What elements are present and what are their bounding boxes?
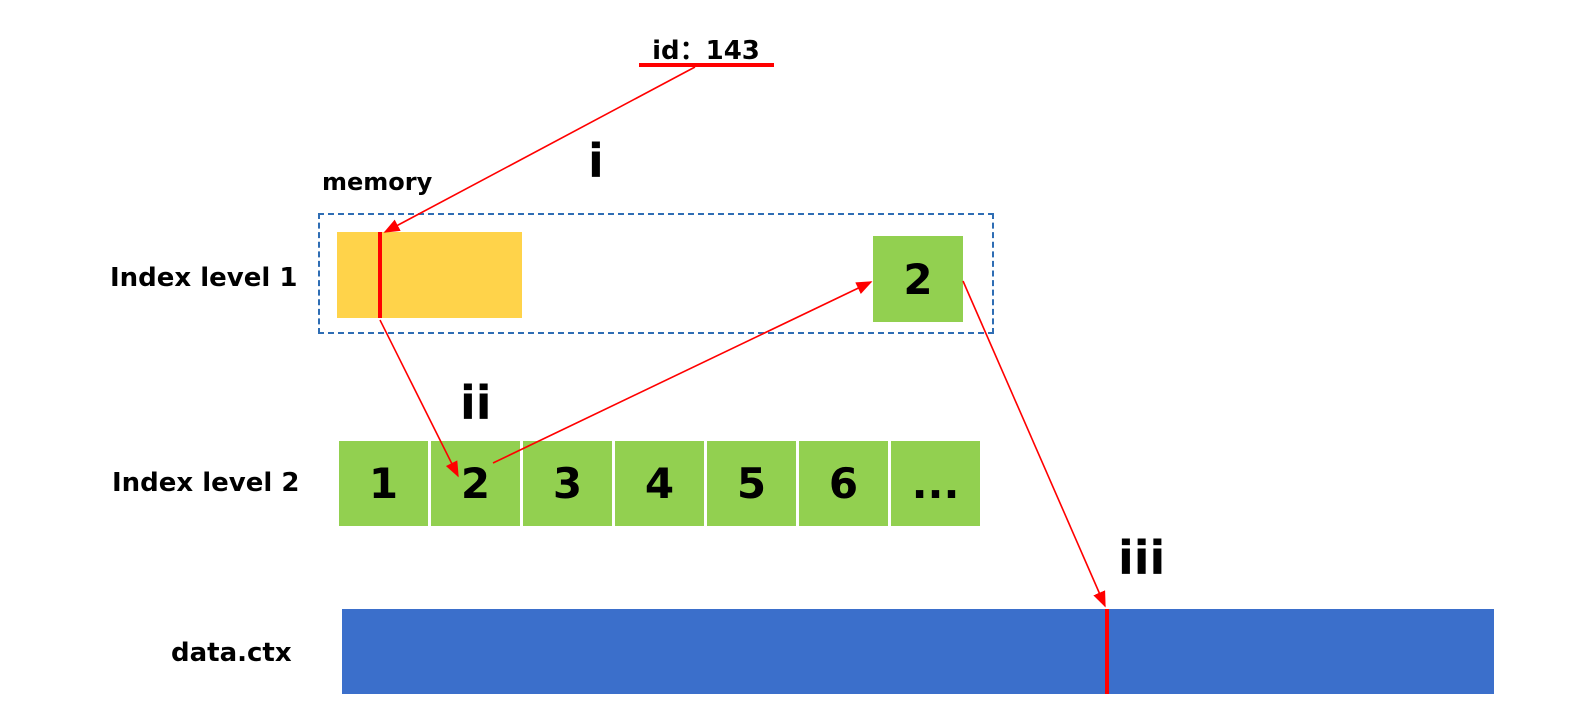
index-level-2-cell-3: 3 (523, 441, 612, 526)
step-iii-label: iii (1118, 531, 1166, 585)
data-ctx-label: data.ctx (171, 638, 292, 668)
id-underline (639, 63, 774, 67)
index-level-2-cell-5: 5 (707, 441, 796, 526)
index-level-2-row: 1 2 3 4 5 6 ... (339, 441, 980, 526)
step-i-label: i (588, 134, 604, 188)
index-level-2-cell-more: ... (891, 441, 980, 526)
index-level-2-label: Index level 2 (112, 468, 300, 498)
id-label: id：143 (652, 36, 760, 66)
index-level-2-cell-6: 6 (799, 441, 888, 526)
index-level-2-cell-1: 1 (339, 441, 428, 526)
index-level-2-cell-4: 4 (615, 441, 704, 526)
index-level-2-cell-2: 2 (431, 441, 520, 526)
data-ctx-bar (342, 609, 1494, 694)
step-ii-label: ii (460, 376, 492, 430)
index-level-1-pointer-block: 2 (873, 236, 963, 322)
memory-label: memory (322, 168, 433, 196)
arrow-step-i (383, 66, 696, 233)
index-level-1-label: Index level 1 (110, 263, 298, 293)
index-level-1-block (337, 232, 522, 318)
